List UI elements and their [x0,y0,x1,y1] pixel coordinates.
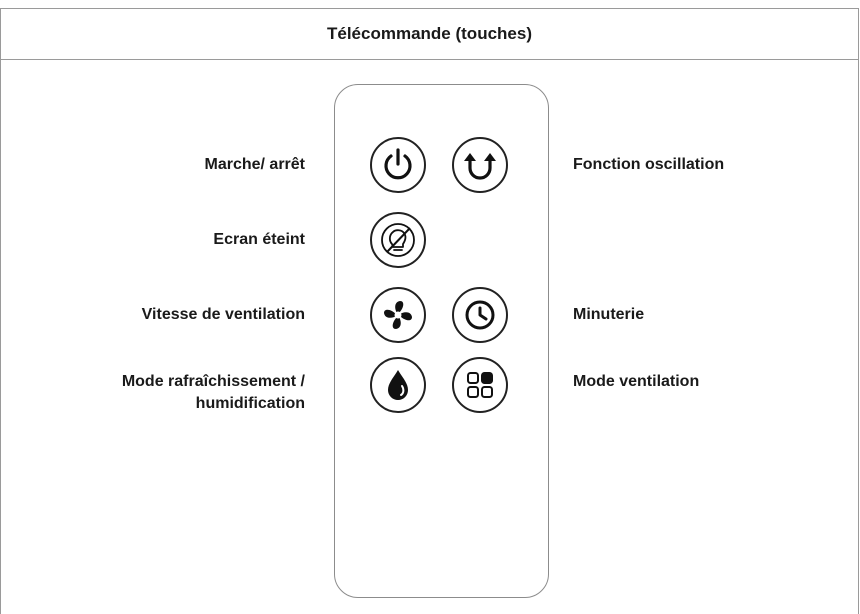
power-button[interactable] [370,137,426,193]
remote-control-body [334,84,549,598]
clock-icon [465,300,495,330]
oscillation-icon [464,153,496,180]
fan-mode-button[interactable] [452,357,508,413]
power-label: Marche/ arrêt [204,156,306,173]
oscillation-button[interactable] [452,137,508,193]
water-drop-icon [388,370,408,400]
screen-off-label: Ecran éteint [213,231,305,248]
fan-icon [384,301,412,329]
fan-speed-label: Vitesse de ventilation [141,306,305,323]
table-header: Télécommande (touches) [0,8,859,60]
oscillation-label: Fonction oscillation [573,156,725,173]
cooling-mode-button[interactable] [370,357,426,413]
fan-speed-button[interactable] [370,287,426,343]
power-icon [384,148,412,180]
timer-button[interactable] [452,287,508,343]
cooling-mode-label-line1: Mode rafraîchissement / [121,373,305,390]
screen-off-icon [381,223,415,257]
screen-off-button[interactable] [370,212,426,268]
page-frame [0,8,859,614]
cooling-mode-label-line2: humidification [195,395,305,412]
fan-mode-label: Mode ventilation [573,373,700,390]
page-title: Télécommande (touches) [327,23,532,43]
cooling-mode-label: Mode rafraîchissement / humidification [122,371,305,415]
timer-label: Minuterie [573,306,645,323]
grid-icon [467,372,493,398]
